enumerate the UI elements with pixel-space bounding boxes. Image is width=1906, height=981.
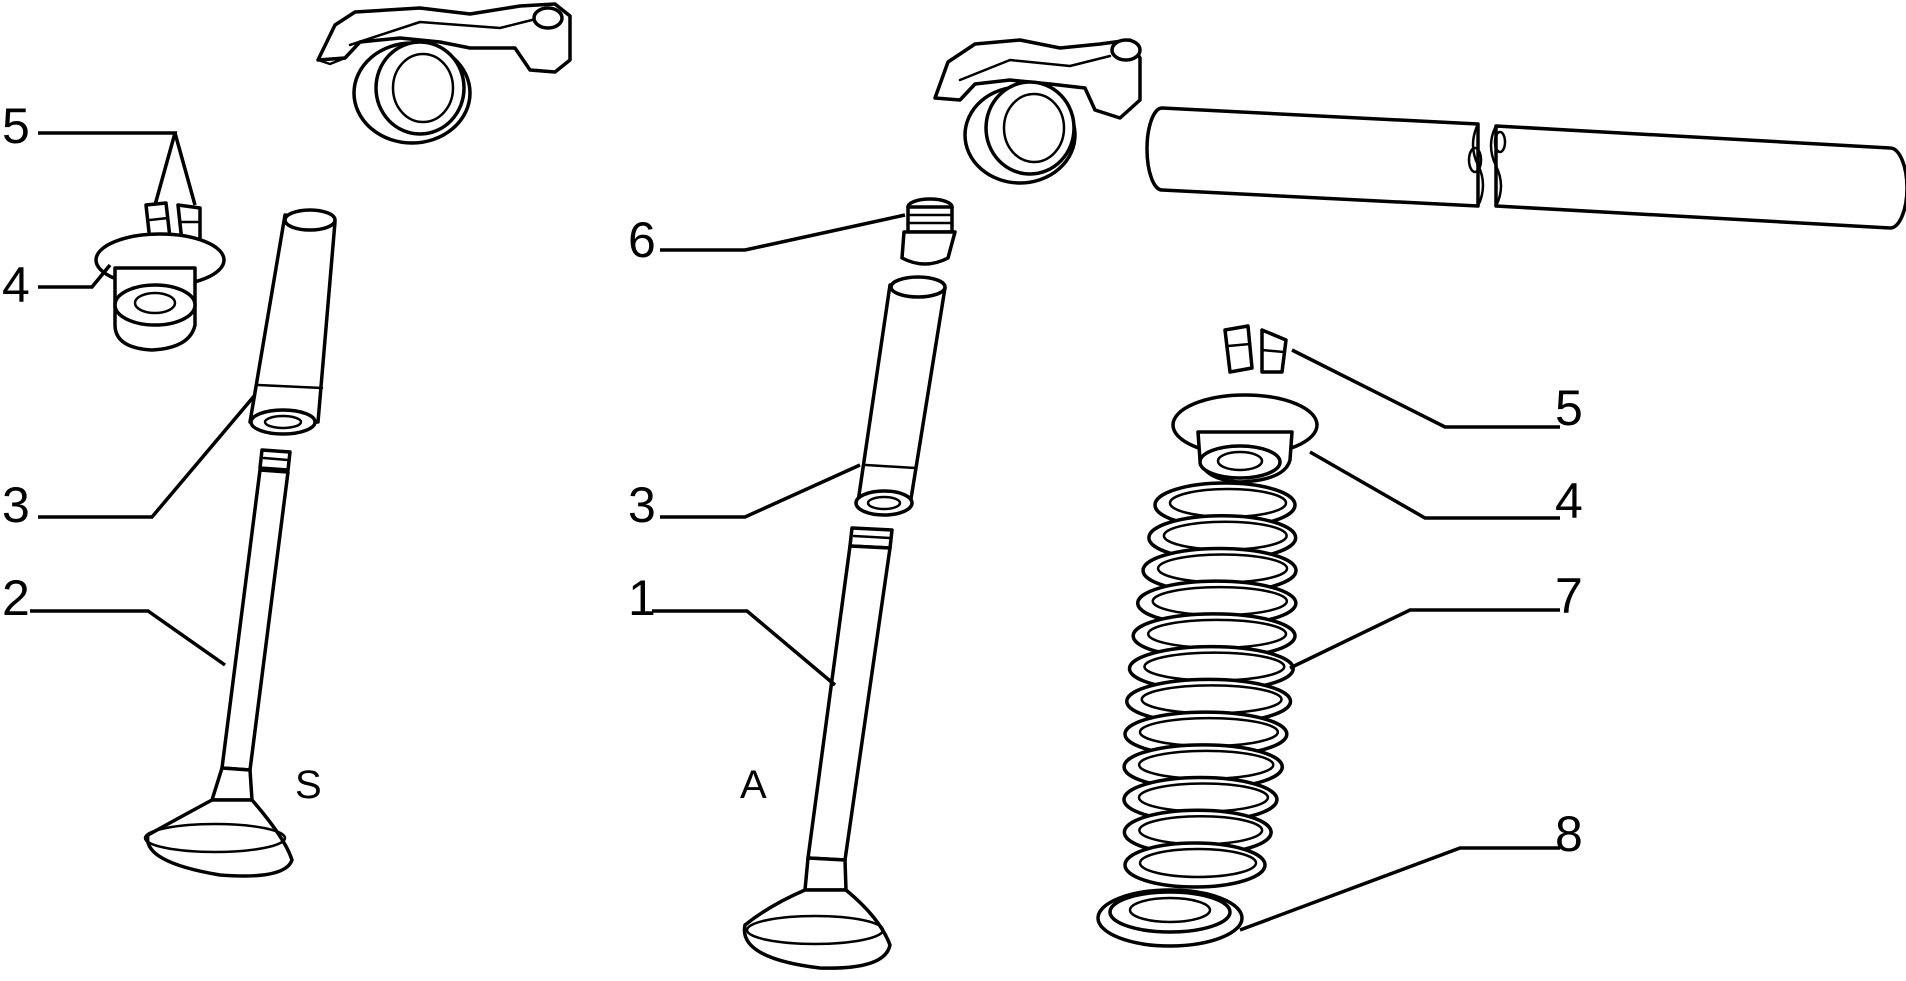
spring-coil-inner [1138,847,1258,879]
valve-guide-left [248,208,337,436]
callout-right-4: 4 [1555,473,1583,529]
callout-left-3: 3 [2,477,30,533]
callout-numbers: 5 4 3 2 6 3 1 5 4 7 8 [2,98,1583,862]
exhaust-valve [143,448,294,878]
callout-mid-1: 1 [628,570,656,626]
valve-collets-right [1223,324,1288,374]
valve-spring [1122,481,1298,889]
spring-retainer-left [94,232,226,352]
exhaust-side-label: S [295,763,322,807]
rocker-shaft [1145,106,1906,230]
callout-mid-3: 3 [628,477,656,533]
rocker-arm-right [933,38,1142,185]
spring-retainer-right [1171,393,1319,484]
callout-right-7: 7 [1555,568,1583,624]
callout-mid-6: 6 [628,212,656,268]
callout-right-8: 8 [1555,806,1583,862]
callout-left-2: 2 [2,570,30,626]
intake-side-label: A [740,763,767,807]
callout-right-5: 5 [1555,380,1583,436]
intake-valve [742,526,894,970]
callout-left-4: 4 [2,257,30,313]
spring-coil [1123,841,1267,889]
leader-lines [30,131,1560,932]
callout-left-5: 5 [2,98,30,154]
spring-seat-washer [1096,888,1244,948]
stem-seal [900,197,957,266]
rocker-arm-left [316,2,572,145]
valve-guide-middle [854,275,947,517]
